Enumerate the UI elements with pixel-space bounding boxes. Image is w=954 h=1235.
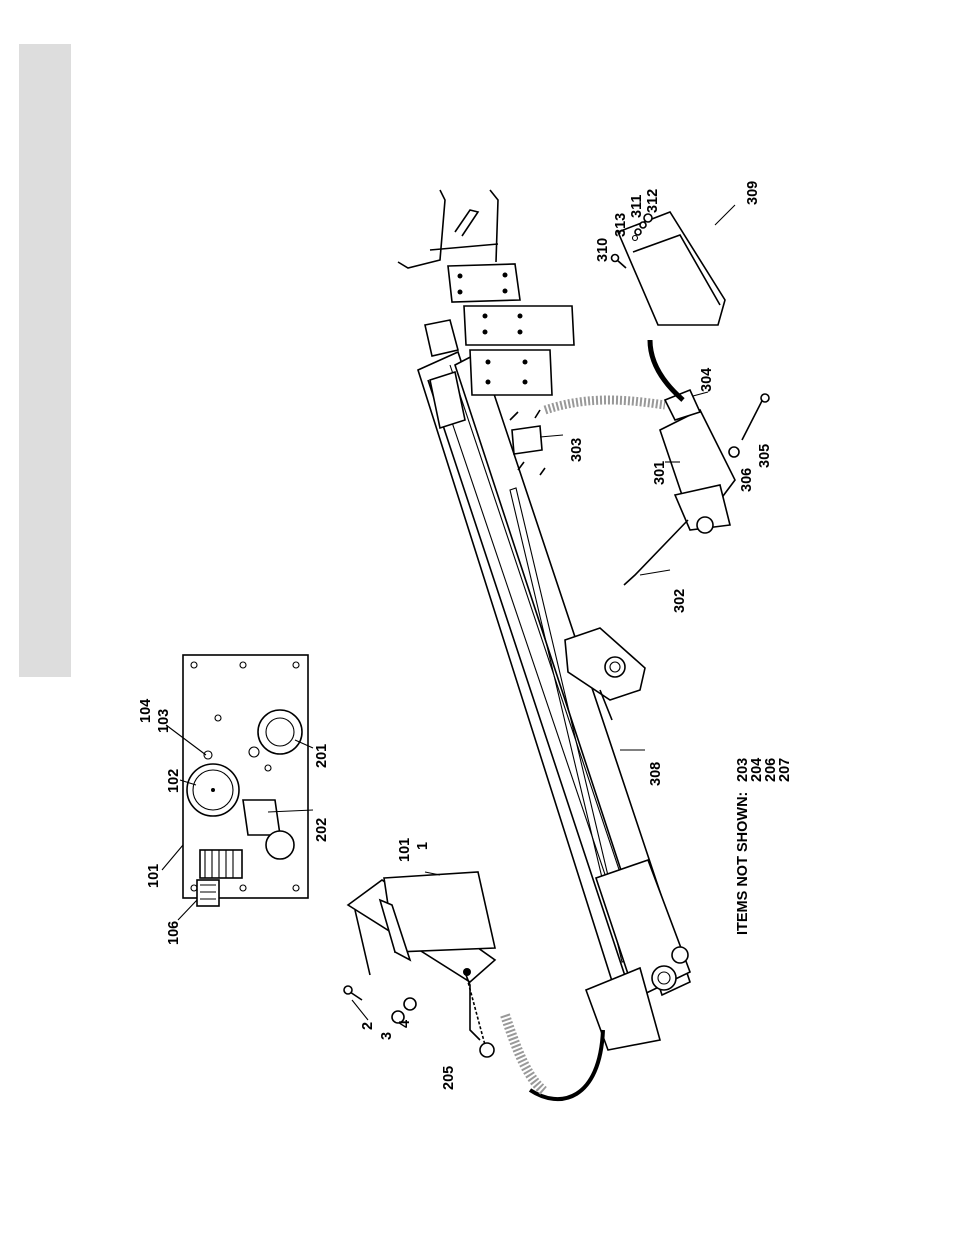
label-306: 306 bbox=[739, 468, 755, 492]
upper-shaded-hose bbox=[545, 400, 665, 410]
label-1: 1 bbox=[415, 842, 431, 850]
washer-311 bbox=[640, 222, 646, 228]
label-312: 312 bbox=[645, 189, 661, 213]
control-panel bbox=[183, 655, 308, 906]
label-103: 103 bbox=[156, 709, 172, 733]
label-106: 106 bbox=[166, 921, 182, 945]
label-4: 4 bbox=[397, 1020, 413, 1028]
label-202: 202 bbox=[314, 818, 330, 842]
label-310: 310 bbox=[595, 238, 611, 262]
switch-cable bbox=[650, 340, 683, 400]
shaded-hose bbox=[505, 1015, 545, 1092]
label-201: 201 bbox=[314, 744, 330, 768]
label-102: 102 bbox=[166, 769, 182, 793]
nut-4 bbox=[404, 998, 416, 1010]
items-not-shown: ITEMS NOT SHOWN: 203 204 206 207 bbox=[735, 758, 793, 935]
label-205: 205 bbox=[441, 1066, 457, 1090]
washer-306 bbox=[729, 447, 739, 457]
label-104: 104 bbox=[138, 699, 154, 723]
label-311: 311 bbox=[629, 195, 645, 218]
label-303: 303 bbox=[569, 438, 585, 462]
transformer-box bbox=[348, 872, 495, 1040]
label-101-box: 101 bbox=[397, 838, 413, 862]
label-101-panel: 101 bbox=[146, 864, 162, 888]
label-308: 308 bbox=[648, 762, 664, 786]
items-not-shown-heading: ITEMS NOT SHOWN: bbox=[735, 792, 751, 935]
label-302: 302 bbox=[672, 589, 688, 613]
label-313: 313 bbox=[613, 213, 629, 237]
label-309: 309 bbox=[745, 181, 761, 205]
bolt-305 bbox=[742, 395, 765, 440]
washer-313 bbox=[635, 229, 641, 235]
label-2: 2 bbox=[360, 1022, 376, 1030]
limit-switch bbox=[624, 390, 735, 585]
nut-312 bbox=[644, 214, 652, 222]
cable bbox=[530, 1030, 603, 1099]
guard-cover bbox=[618, 212, 725, 325]
label-304: 304 bbox=[699, 368, 715, 392]
label-305: 305 bbox=[757, 444, 773, 468]
screw-2 bbox=[350, 992, 362, 1000]
label-301: 301 bbox=[652, 461, 668, 485]
not-shown-item: 207 bbox=[777, 758, 793, 782]
label-3: 3 bbox=[379, 1032, 395, 1040]
screw-310 bbox=[617, 260, 626, 268]
